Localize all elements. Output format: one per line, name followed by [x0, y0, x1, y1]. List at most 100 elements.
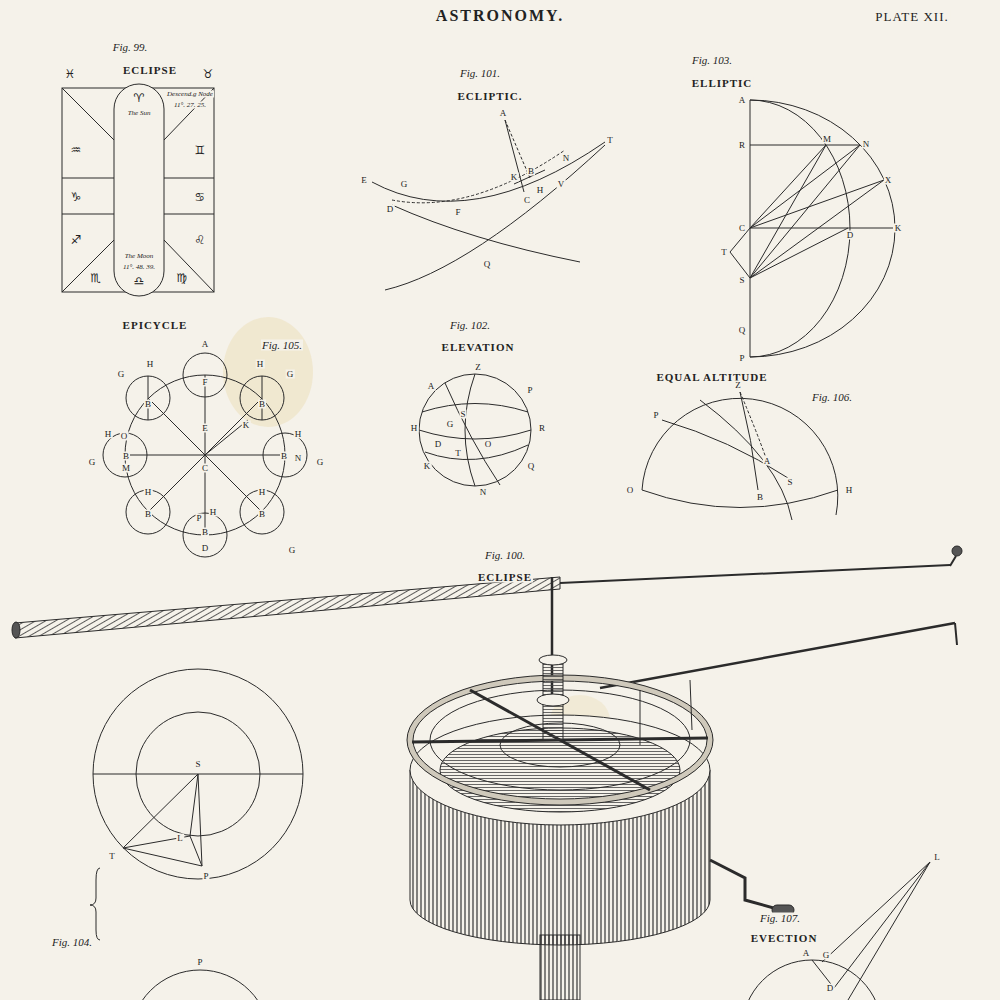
point-letter: B: [201, 528, 209, 537]
point-letter: T: [108, 852, 116, 861]
zodiac-sign: ♐: [70, 234, 83, 246]
point-letter: O: [120, 432, 129, 441]
figure-number: Fig. 100.: [484, 550, 526, 561]
point-letter: S: [786, 478, 793, 487]
figure-number: Fig. 107.: [759, 913, 801, 924]
figure-title: ECLIPSE: [122, 65, 178, 76]
zodiac-sign: ♓: [64, 68, 77, 80]
orbit-figure: [90, 669, 303, 1000]
point-letter: K: [423, 462, 432, 471]
table-note: The Moon: [124, 253, 155, 260]
point-letter: M: [822, 135, 832, 144]
point-letter: N: [562, 154, 571, 163]
figure-title: ECLIPSE: [477, 572, 533, 583]
zodiac-sign: ♈: [133, 92, 146, 104]
point-letter: B: [144, 400, 152, 409]
figure-number: Fig. 102.: [449, 320, 491, 331]
point-letter: P: [738, 354, 745, 363]
point-letter: O: [626, 486, 635, 495]
point-letter: A: [201, 340, 210, 349]
point-letter: N: [862, 140, 871, 149]
point-letter: Q: [527, 462, 536, 471]
point-letter: T: [720, 248, 728, 257]
figure-title: ELLIPTIC: [691, 78, 754, 89]
figure-number: Fig. 104.: [51, 937, 93, 948]
point-letter: B: [527, 167, 535, 176]
point-letter: D: [826, 984, 835, 993]
point-letter: A: [802, 949, 811, 958]
epicycle-figure: [103, 353, 307, 557]
zodiac-sign: ♍: [176, 272, 189, 284]
point-letter: K: [242, 421, 251, 430]
point-letter: H: [845, 486, 854, 495]
figure-number: Fig. 99.: [112, 42, 149, 53]
figure-title: EQUAL ALTITUDE: [655, 372, 768, 383]
table-note: 11°. 27. 25.: [173, 102, 207, 109]
point-letter: F: [454, 208, 461, 217]
figure-title: ELEVATION: [441, 342, 516, 353]
point-letter: H: [258, 488, 267, 497]
point-letter: H: [144, 488, 153, 497]
point-letter: E: [360, 176, 368, 185]
zodiac-sign: ♊: [194, 144, 207, 156]
point-letter: G: [286, 370, 295, 379]
point-letter: G: [400, 180, 409, 189]
zodiac-sign: ♉: [202, 68, 215, 80]
point-letter: V: [557, 180, 566, 189]
point-letter: O: [484, 440, 493, 449]
zodiac-sign: ♒: [70, 144, 83, 156]
point-letter: C: [201, 464, 209, 473]
elevation-sphere: [419, 374, 531, 486]
point-letter: H: [209, 508, 218, 517]
point-letter: Z: [474, 363, 482, 372]
point-letter: B: [280, 452, 288, 461]
point-letter: E: [201, 424, 209, 433]
table-note: 11°. 48. 39.: [122, 264, 156, 271]
figure-number: Fig. 103.: [691, 55, 733, 66]
point-letter: M: [121, 464, 131, 473]
figure-number: Fig. 105.: [261, 340, 303, 351]
point-letter: A: [763, 457, 772, 466]
point-letter: D: [386, 205, 395, 214]
point-letter: H: [256, 360, 265, 369]
plate-title: ASTRONOMY.: [435, 8, 565, 24]
figure-number: Fig. 106.: [811, 392, 853, 403]
point-letter: G: [822, 951, 831, 960]
point-letter: X: [884, 176, 893, 185]
point-letter: Q: [483, 260, 492, 269]
point-letter: D: [846, 231, 855, 240]
point-letter: R: [738, 141, 746, 150]
point-letter: K: [510, 173, 519, 182]
point-letter: D: [201, 544, 210, 553]
point-letter: P: [202, 872, 209, 881]
point-letter: L: [176, 834, 184, 843]
point-letter: L: [933, 853, 941, 862]
point-letter: B: [258, 510, 266, 519]
table-note: Descend.g Node: [166, 91, 214, 98]
point-letter: B: [756, 493, 764, 502]
point-letter: A: [499, 109, 508, 118]
point-letter: P: [652, 411, 659, 420]
point-letter: P: [196, 958, 203, 967]
figure-title: EPICYCLE: [122, 320, 189, 331]
point-letter: H: [146, 360, 155, 369]
evection-figure: [742, 862, 930, 1000]
point-letter: G: [316, 458, 325, 467]
point-letter: C: [523, 196, 531, 205]
ecliptic-figure: [372, 120, 605, 290]
plate-number: PLATE XII.: [874, 10, 950, 23]
zodiac-sign: ♎: [133, 275, 146, 287]
point-letter: A: [427, 382, 436, 391]
point-letter: A: [738, 96, 747, 105]
point-letter: K: [894, 224, 903, 233]
point-letter: B: [258, 400, 266, 409]
point-letter: D: [434, 440, 443, 449]
point-letter: P: [195, 514, 202, 523]
point-letter: G: [88, 458, 97, 467]
zodiac-sign: ♋: [194, 191, 207, 203]
table-note: The Sun: [127, 110, 152, 117]
point-letter: H: [410, 424, 419, 433]
point-letter: C: [738, 224, 746, 233]
zodiac-sign: ♌: [194, 234, 207, 246]
point-letter: G: [446, 420, 455, 429]
